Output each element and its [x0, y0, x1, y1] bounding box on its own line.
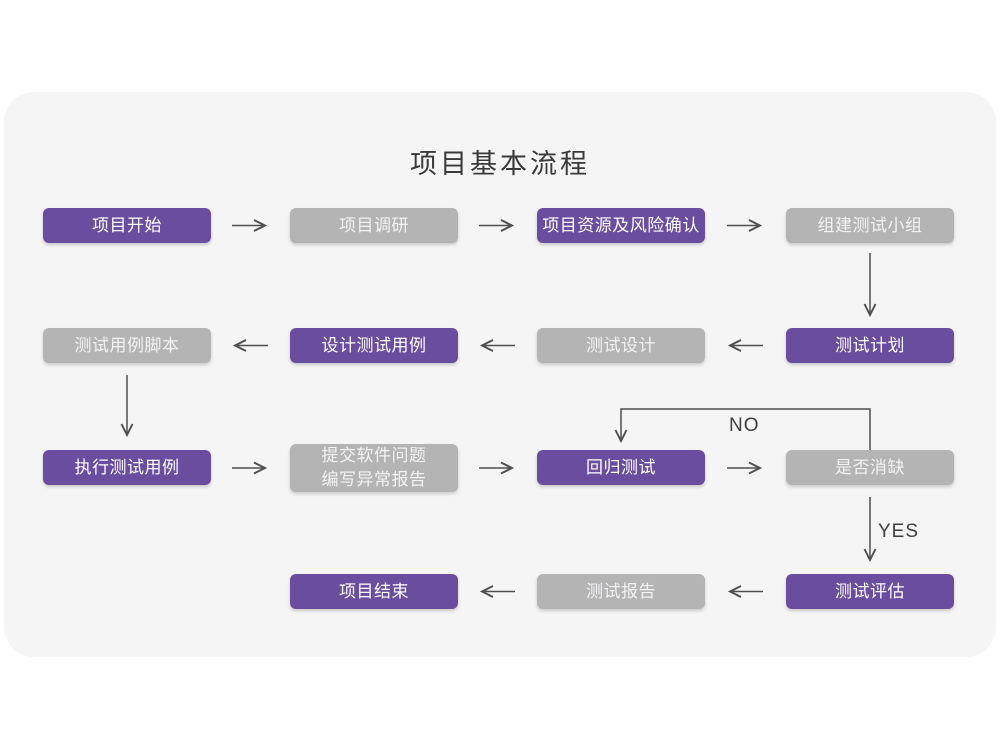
- yes-branch-label: YES: [878, 521, 920, 542]
- flow-node-design-test-cases: 设计测试用例: [290, 328, 458, 363]
- flow-node-defect-cleared: 是否消缺: [786, 450, 954, 485]
- flow-node-project-end: 项目结束: [290, 574, 458, 609]
- flow-node-test-case-script: 测试用例脚本: [43, 328, 211, 363]
- flow-node-test-plan: 测试计划: [786, 328, 954, 363]
- flow-node-test-design: 测试设计: [537, 328, 705, 363]
- flowchart-card: [4, 92, 996, 657]
- flow-node-resource-risk-confirm: 项目资源及风险确认: [537, 208, 705, 243]
- flow-node-regression-test: 回归测试: [537, 450, 705, 485]
- flow-node-build-test-team: 组建测试小组: [786, 208, 954, 243]
- flow-node-test-evaluation: 测试评估: [786, 574, 954, 609]
- flow-node-project-start: 项目开始: [43, 208, 211, 243]
- flow-node-test-report: 测试报告: [537, 574, 705, 609]
- flow-node-submit-issues-report: 提交软件问题 编写异常报告: [290, 444, 458, 492]
- flow-node-execute-test-cases: 执行测试用例: [43, 450, 211, 485]
- flow-node-project-research: 项目调研: [290, 208, 458, 243]
- no-branch-label: NO: [729, 415, 760, 436]
- page-title: 项目基本流程: [410, 149, 590, 179]
